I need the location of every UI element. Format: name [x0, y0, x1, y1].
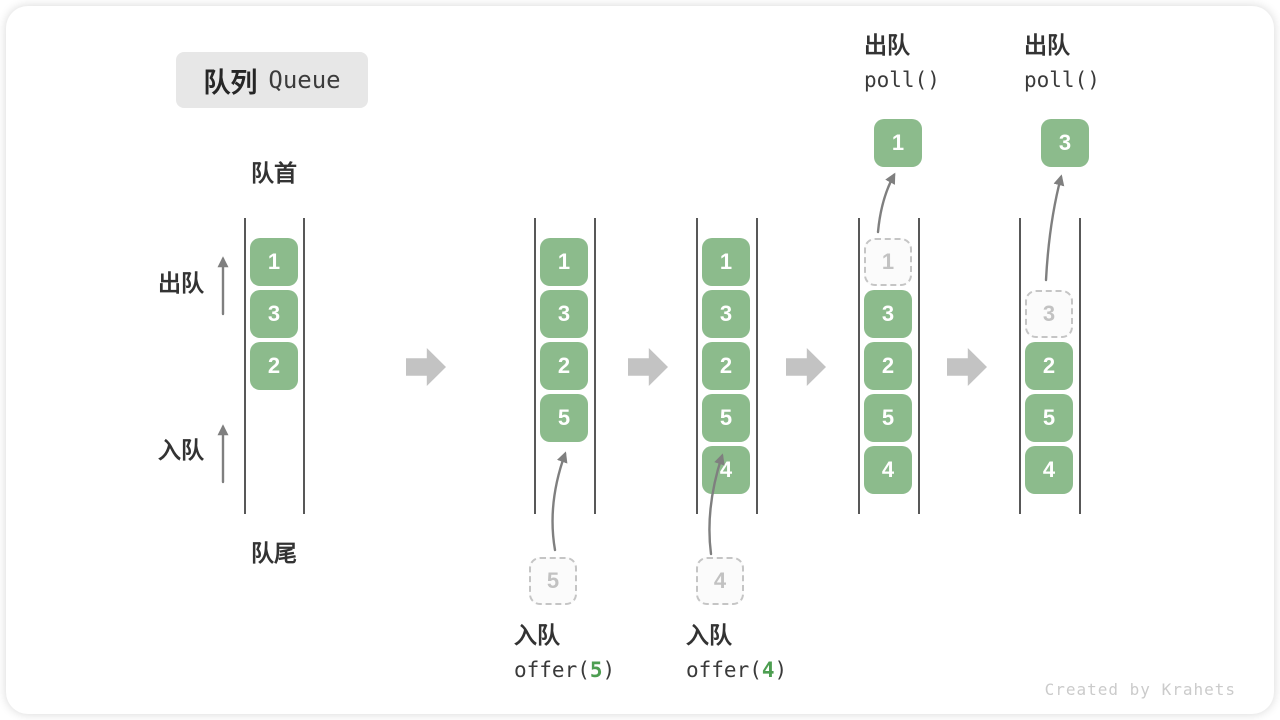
queue-box: 2	[1025, 342, 1073, 390]
dequeue-direction-arrow-icon	[217, 256, 229, 316]
queue3-right-wall	[756, 218, 758, 514]
label-queue-front: 队首	[251, 160, 297, 186]
queue2-right-wall	[594, 218, 596, 514]
dequeued-value-box: 3	[1041, 119, 1089, 167]
step-arrow-icon	[406, 348, 446, 386]
queue-box: 3	[250, 290, 298, 338]
queue-box: 2	[702, 342, 750, 390]
annotation-enqueue-5: 入队 offer(5)	[514, 624, 615, 681]
annotation-action: 出队	[864, 32, 910, 58]
enqueue-path-arrow-icon	[551, 451, 568, 552]
queue-box: 3	[864, 290, 912, 338]
diagram-panel: 队列 Queue 队首 队尾 出队 入队 1 3 2 1 3 2 5 5 入队 …	[6, 6, 1274, 714]
queue-box: 5	[702, 394, 750, 442]
code-arg: 5	[589, 658, 603, 682]
dequeue-path-arrow-icon	[1044, 174, 1065, 282]
label-dequeue: 出队	[158, 270, 204, 296]
title-en: Queue	[268, 66, 341, 94]
dequeue-path-arrow-icon	[876, 172, 896, 234]
queue-box: 1	[250, 238, 298, 286]
incoming-ghost-box: 4	[696, 557, 744, 605]
dequeued-ghost-box: 1	[864, 238, 912, 286]
queue4-left-wall	[858, 218, 860, 514]
queue-box: 3	[540, 290, 588, 338]
annotation-code: offer(4)	[686, 658, 788, 682]
queue5-right-wall	[1079, 218, 1081, 514]
queue1-right-wall	[303, 218, 305, 514]
step-arrow-icon	[628, 348, 668, 386]
annotation-enqueue-4: 入队 offer(4)	[686, 624, 787, 681]
annotation-action: 入队	[514, 622, 560, 648]
step-arrow-icon	[947, 348, 987, 386]
annotation-dequeue-1: 出队 poll()	[864, 34, 940, 91]
annotation-code: offer(5)	[514, 658, 616, 682]
step-arrow-icon	[786, 348, 826, 386]
queue5-left-wall	[1019, 218, 1021, 514]
watermark: Created by Krahets	[1044, 680, 1236, 699]
annotation-action: 出队	[1024, 32, 1070, 58]
queue-box: 2	[540, 342, 588, 390]
code-arg: 4	[761, 658, 775, 682]
queue-box: 4	[702, 446, 750, 494]
queue-box: 4	[1025, 446, 1073, 494]
queue-box: 5	[1025, 394, 1073, 442]
queue4-right-wall	[918, 218, 920, 514]
dequeued-value-box: 1	[874, 119, 922, 167]
annotation-code: poll()	[864, 68, 940, 92]
title-box: 队列 Queue	[176, 52, 368, 108]
dequeued-ghost-box: 3	[1025, 290, 1073, 338]
incoming-ghost-box: 5	[529, 557, 577, 605]
enqueue-path-arrow-icon	[708, 453, 725, 556]
label-queue-rear: 队尾	[251, 540, 297, 566]
annotation-dequeue-3: 出队 poll()	[1024, 34, 1100, 91]
queue-box: 1	[702, 238, 750, 286]
queue-box: 5	[540, 394, 588, 442]
annotation-code: poll()	[1024, 68, 1100, 92]
enqueue-direction-arrow-icon	[217, 424, 229, 484]
title-zh: 队列	[203, 67, 258, 98]
queue1-left-wall	[244, 218, 246, 514]
queue-box: 5	[864, 394, 912, 442]
queue3-left-wall	[696, 218, 698, 514]
queue-box: 4	[864, 446, 912, 494]
queue-box: 2	[864, 342, 912, 390]
queue-box: 1	[540, 238, 588, 286]
annotation-action: 入队	[686, 622, 732, 648]
label-enqueue: 入队	[158, 437, 204, 463]
queue-box: 2	[250, 342, 298, 390]
queue2-left-wall	[534, 218, 536, 514]
queue-box: 3	[702, 290, 750, 338]
